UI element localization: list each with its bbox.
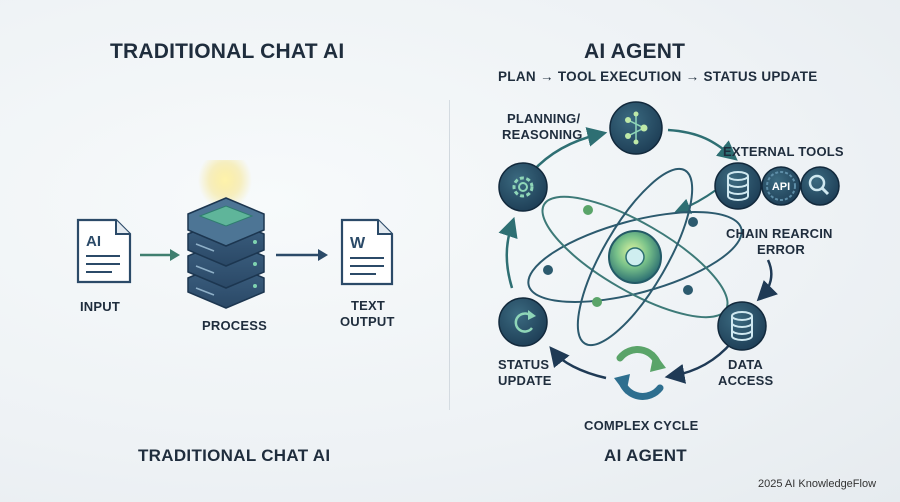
arrow-planning-to-tools [667, 128, 738, 161]
arrow-cycle-to-status [549, 346, 607, 380]
arrow-data-to-cycle [664, 341, 733, 384]
refresh-icon [498, 297, 548, 347]
arrow-input-to-process [140, 249, 180, 261]
input-doc-text: AI [86, 233, 101, 250]
database-icon [714, 162, 762, 210]
planning-label-line2: REASONING [502, 127, 583, 142]
external-tools-label: EXTERNAL TOOLS [723, 144, 844, 159]
arrow-gear-to-planning [531, 127, 608, 173]
magnifier-icon [800, 166, 840, 206]
api-icon: API [761, 166, 801, 206]
database-icon [717, 301, 767, 351]
arrow-tools-to-data [756, 259, 778, 302]
arrow-status-to-gear [498, 216, 518, 289]
complex-cycle-label: COMPLEX CYCLE [584, 418, 699, 433]
arrow-process-to-output [276, 249, 328, 261]
output-label-line2: OUTPUT [340, 314, 395, 329]
data-access-line1: DATA [728, 357, 763, 372]
agent-cycle-diagram: API [498, 101, 840, 400]
cycle-icon [614, 346, 666, 400]
word-document-icon: W [340, 218, 394, 286]
api-text: API [772, 181, 790, 193]
credit-text: 2025 AI KnowledgeFlow [758, 478, 877, 490]
right-subtitle: PLAN → TOOL EXECUTION → STATUS UPDATE [498, 69, 818, 84]
chain-label-line1: CHAIN REARCIN [726, 226, 833, 241]
right-footer: AI AGENT [604, 446, 687, 465]
output-label-line1: TEXT [351, 298, 386, 313]
status-update-line1: STATUS [498, 357, 550, 372]
atom-icon [527, 167, 743, 347]
input-label: INPUT [80, 299, 120, 314]
server-icon [187, 197, 265, 309]
status-update-line2: UPDATE [498, 373, 552, 388]
document-icon: AI [76, 218, 132, 284]
arrow-tools-inward [674, 189, 717, 214]
right-title: AI AGENT [584, 40, 686, 63]
planning-label-line1: PLANNING/ [507, 111, 581, 126]
left-title: TRADITIONAL CHAT AI [110, 40, 345, 63]
network-icon [609, 101, 663, 155]
output-doc-text: W [350, 235, 366, 252]
process-label: PROCESS [202, 318, 267, 333]
section-divider [449, 100, 450, 410]
data-access-line2: ACCESS [718, 373, 774, 388]
gear-icon [498, 162, 548, 212]
chain-label-line2: ERROR [757, 242, 805, 257]
left-footer: TRADITIONAL CHAT AI [138, 446, 331, 465]
traditional-flow-diagram: AI W [76, 160, 394, 309]
